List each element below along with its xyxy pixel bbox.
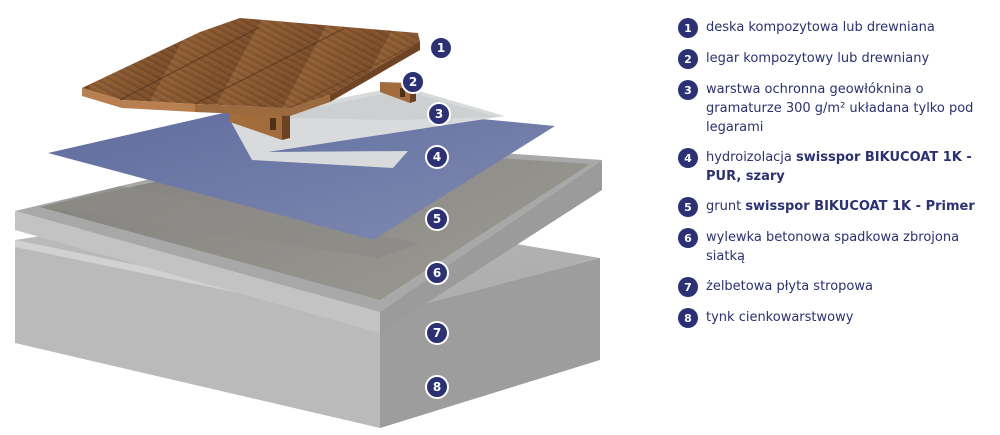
legend-text: wylewka betonowa spadkowa zbrojona siatk…: [706, 230, 960, 264]
legend-number: 4: [678, 148, 698, 168]
legend-text: grunt swisspor BIKUCOAT 1K - Primer: [706, 199, 975, 214]
legend-item: 1 deska kompozytowa lub drewniana: [678, 18, 996, 38]
legend-text: żelbetowa płyta stropowa: [706, 279, 873, 294]
primer-layer: [40, 186, 420, 258]
marker-8: 8: [425, 375, 449, 399]
marker-5: 5: [425, 207, 449, 231]
legend-number: 1: [678, 18, 698, 38]
legend-text: warstwa ochronna geowłóknina o gramaturz…: [706, 82, 974, 135]
svg-text:2: 2: [409, 75, 417, 89]
legend-text: hydroizolacja swisspor BIKUCOAT 1K - PUR…: [706, 150, 972, 184]
membrane-layer: [48, 100, 555, 240]
svg-text:8: 8: [433, 380, 441, 394]
legend-text: tynk cienkowarstwowy: [706, 310, 854, 325]
legend-number: 6: [678, 228, 698, 248]
legend-item: 3 warstwa ochronna geowłóknina o gramatu…: [678, 80, 996, 137]
legend-number: 3: [678, 80, 698, 100]
legend-text: legar kompozytowy lub drewniany: [706, 51, 930, 66]
marker-6: 6: [425, 261, 449, 285]
svg-text:3: 3: [435, 107, 443, 121]
legend-item: 2 legar kompozytowy lub drewniany: [678, 49, 996, 69]
legend-item: 7 żelbetowa płyta stropowa: [678, 277, 996, 297]
marker-7: 7: [425, 321, 449, 345]
legend-text: deska kompozytowa lub drewniana: [706, 20, 935, 35]
legend-item: 8 tynk cienkowarstwowy: [678, 308, 996, 328]
svg-text:5: 5: [433, 212, 441, 226]
marker-4: 4: [425, 145, 449, 169]
marker-2: 2: [401, 70, 425, 94]
legend-number: 5: [678, 197, 698, 217]
decking-layer: [82, 18, 421, 116]
layer-diagram: 1 2 3 4 5 6 7 8: [15, 18, 602, 428]
svg-text:1: 1: [437, 41, 445, 55]
legend-item: 5 grunt swisspor BIKUCOAT 1K - Primer: [678, 197, 996, 217]
legend-number: 2: [678, 49, 698, 69]
marker-3: 3: [427, 102, 451, 126]
svg-text:4: 4: [433, 150, 441, 164]
svg-text:7: 7: [433, 326, 441, 340]
legend-list: 1 deska kompozytowa lub drewniana 2 lega…: [678, 18, 996, 339]
legend-item: 4 hydroizolacja swisspor BIKUCOAT 1K - P…: [678, 148, 996, 186]
legend-number: 8: [678, 308, 698, 328]
marker-1: 1: [429, 36, 453, 60]
svg-text:6: 6: [433, 266, 441, 280]
legend-item: 6 wylewka betonowa spadkowa zbrojona sia…: [678, 228, 996, 266]
legend-number: 7: [678, 277, 698, 297]
